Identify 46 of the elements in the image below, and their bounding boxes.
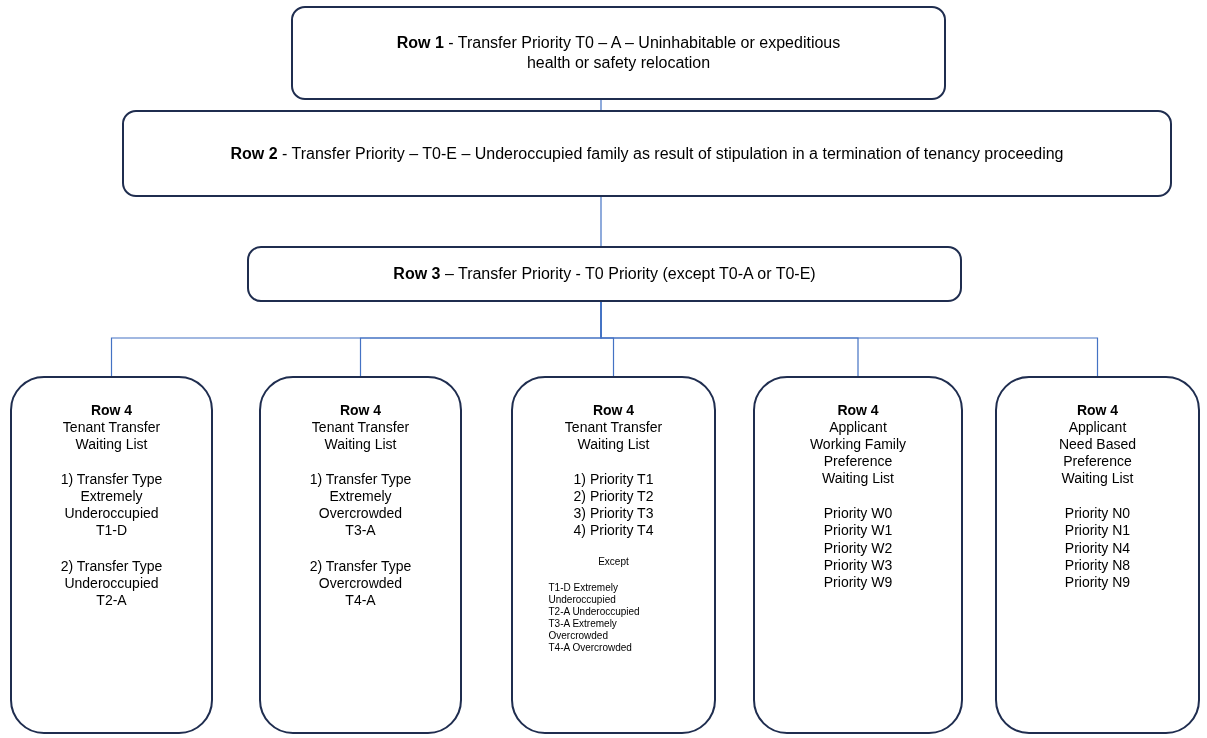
rounded-card xyxy=(995,376,1200,734)
text: Priority N0 xyxy=(1063,505,1132,523)
heading-text: Row 4 xyxy=(591,402,636,420)
text: Priority N8 xyxy=(1063,556,1132,574)
text: T4-A Overcrowded xyxy=(548,641,633,654)
text: Row 1 - Transfer Priority T0 – A – Uninhabitable or expeditious health or safety relocation xyxy=(395,33,842,73)
text: Priority N1 xyxy=(1063,522,1132,540)
connector-line xyxy=(600,196,602,247)
heading-text: Row 4 xyxy=(836,402,880,420)
rounded-card xyxy=(753,376,963,734)
heading-text: Row 4 xyxy=(1075,402,1120,420)
text: 2) Transfer Type Underoccupied T2-A xyxy=(59,557,164,609)
text: 2) Priority T2 xyxy=(572,488,655,506)
rounded-box xyxy=(291,6,946,100)
text: Priority W2 xyxy=(822,539,894,557)
rounded-box xyxy=(247,246,962,302)
text: Priority W0 xyxy=(822,505,894,523)
text: 1) Transfer Type Extremely Underoccupied T1-D xyxy=(59,471,164,540)
text: Row 2 - Transfer Priority – T0-E – Underoccupied family as result of stipulation in a termination of tenancy proceeding xyxy=(229,143,1065,164)
text: Priority W9 xyxy=(822,573,894,591)
text: Except xyxy=(597,555,630,568)
text: Priority N9 xyxy=(1063,573,1132,591)
text: 4) Priority T4 xyxy=(572,522,655,540)
text: Tenant Transfer Waiting List xyxy=(563,419,664,454)
text: T3-A Extremely Overcrowded xyxy=(548,617,618,642)
rounded-box xyxy=(122,110,1172,197)
text: Priority N4 xyxy=(1063,539,1132,557)
text: Tenant Transfer Waiting List xyxy=(61,419,162,454)
rounded-card xyxy=(511,376,716,734)
text: 3) Priority T3 xyxy=(572,505,655,523)
text: 1) Transfer Type Extremely Overcrowded T3-A xyxy=(308,471,413,540)
rounded-card xyxy=(10,376,213,734)
text: T2-A Underoccupied xyxy=(548,605,641,618)
text: Row 3 – Transfer Priority - T0 Priority (except T0-A or T0-E) xyxy=(392,264,817,284)
connector-line xyxy=(600,99,602,111)
text: 1) Priority T1 xyxy=(572,471,655,489)
text: Priority W1 xyxy=(822,522,894,540)
text: 2) Transfer Type Overcrowded T4-A xyxy=(308,557,413,609)
text: Applicant Working Family Preference Waiting List xyxy=(808,419,908,488)
heading-text: Row 4 xyxy=(338,402,383,420)
text: Tenant Transfer Waiting List xyxy=(310,419,411,454)
text: Applicant Need Based Preference Waiting List xyxy=(1057,419,1138,488)
heading-text: Row 4 xyxy=(89,402,134,420)
text: T1-D Extremely Underoccupied xyxy=(548,581,619,606)
text: Priority W3 xyxy=(822,556,894,574)
rounded-card xyxy=(259,376,462,734)
